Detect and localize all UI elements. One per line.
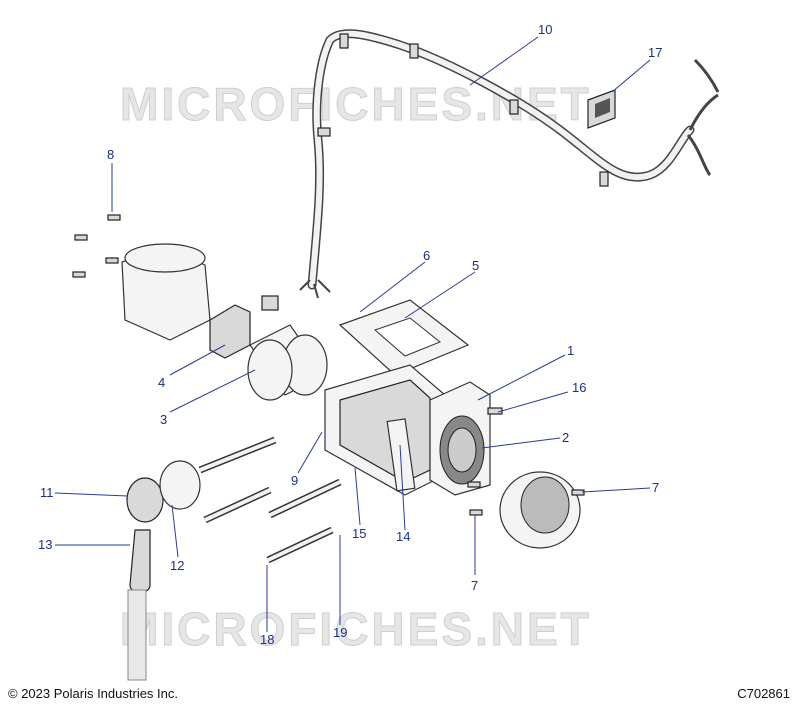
- callout-7-bottom: 7: [471, 578, 478, 593]
- mounting-plate: [338, 299, 470, 376]
- callout-3: 3: [160, 412, 167, 427]
- callout-8: 8: [107, 147, 114, 162]
- callout-16: 16: [572, 380, 586, 395]
- copyright-text: © 2023 Polaris Industries Inc.: [8, 686, 178, 701]
- callout-labels: 8 10 17 6 5 1 16 2 7 7 4 3 9 14 15 11 12…: [38, 22, 662, 647]
- callout-6: 6: [423, 248, 430, 263]
- gear-housing: [429, 381, 491, 496]
- callout-13: 13: [38, 537, 52, 552]
- callout-17: 17: [648, 45, 662, 60]
- callout-14: 14: [396, 529, 410, 544]
- callout-2: 2: [562, 430, 569, 445]
- hook-strap: [127, 529, 151, 681]
- callout-12: 12: [170, 558, 184, 573]
- motor-housing-cover: [121, 243, 211, 341]
- callout-1: 1: [567, 343, 574, 358]
- screws: [72, 214, 585, 516]
- leader-lines: [54, 36, 651, 632]
- wiring-harness: [299, 29, 720, 299]
- callout-11: 11: [40, 485, 54, 500]
- watermark-bottom: MICROFICHES.NET: [120, 603, 592, 655]
- winch-motor: [247, 324, 328, 401]
- drawing-id: C702861: [737, 686, 790, 701]
- winch-body: [324, 364, 446, 496]
- end-cap: [499, 471, 581, 549]
- callout-7-right: 7: [652, 480, 659, 495]
- rocker-switch: [587, 89, 616, 129]
- callout-19: 19: [333, 625, 347, 640]
- callout-5: 5: [472, 258, 479, 273]
- drum-knob: [126, 460, 201, 523]
- through-bolts: [198, 436, 342, 564]
- callout-15: 15: [352, 526, 366, 541]
- callout-10: 10: [538, 22, 552, 37]
- callout-4: 4: [158, 375, 165, 390]
- callout-9: 9: [291, 473, 298, 488]
- callout-18: 18: [260, 632, 274, 647]
